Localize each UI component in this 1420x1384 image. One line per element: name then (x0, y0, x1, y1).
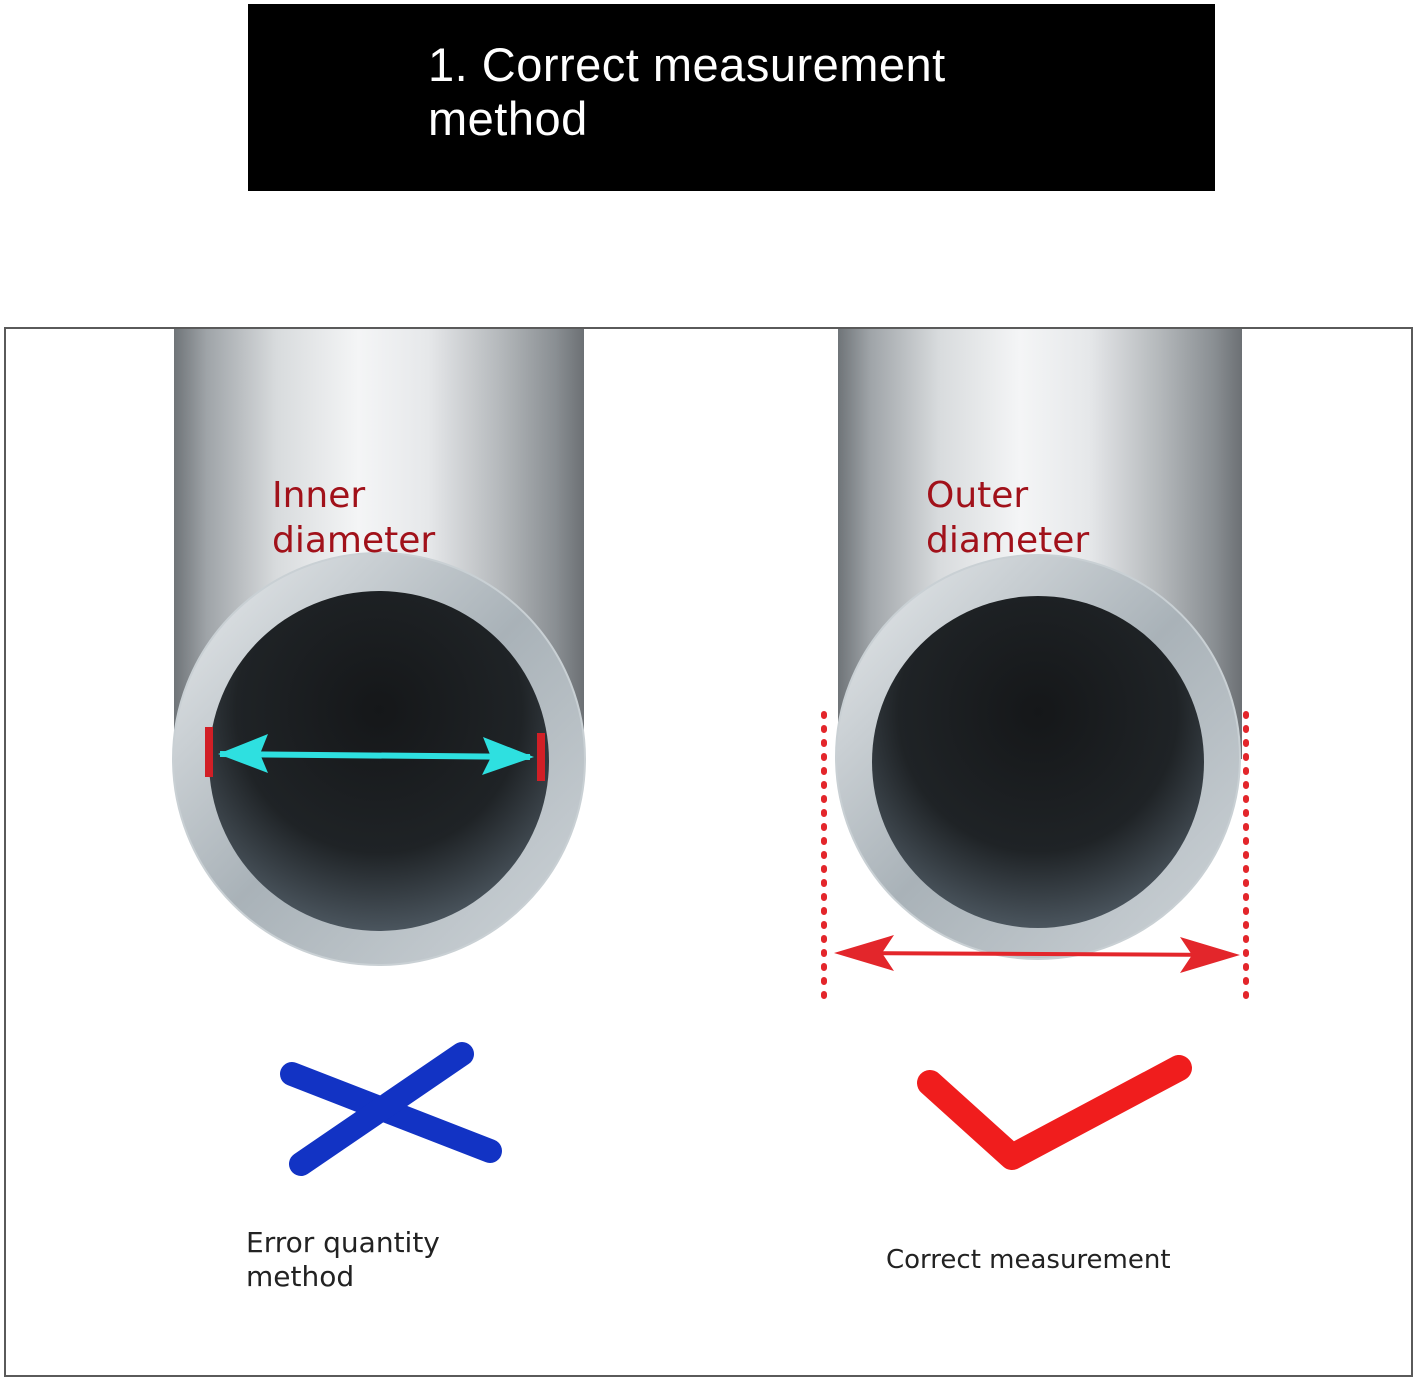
title-banner (248, 4, 1215, 191)
correct-method-caption: Correct measurement (886, 1245, 1171, 1275)
page-title: 1. Correct measurement method (428, 38, 946, 145)
error-method-caption: Error quantity method (246, 1226, 440, 1293)
checkmark-icon (917, 1055, 1192, 1170)
inner-diameter-arrow (205, 727, 545, 781)
outer-diameter-label: Outer diameter (926, 475, 1090, 561)
cross-icon (280, 1042, 502, 1176)
left-pipe (172, 329, 586, 966)
illustration-frame: Inner diameter Outer diameter Error quan… (4, 327, 1413, 1377)
outer-diameter-arrow (834, 935, 1240, 973)
pipes-illustration (172, 329, 1249, 1176)
right-pipe (835, 329, 1242, 960)
outer-diameter-guides (821, 711, 1249, 1007)
inner-diameter-label: Inner diameter (272, 475, 436, 561)
